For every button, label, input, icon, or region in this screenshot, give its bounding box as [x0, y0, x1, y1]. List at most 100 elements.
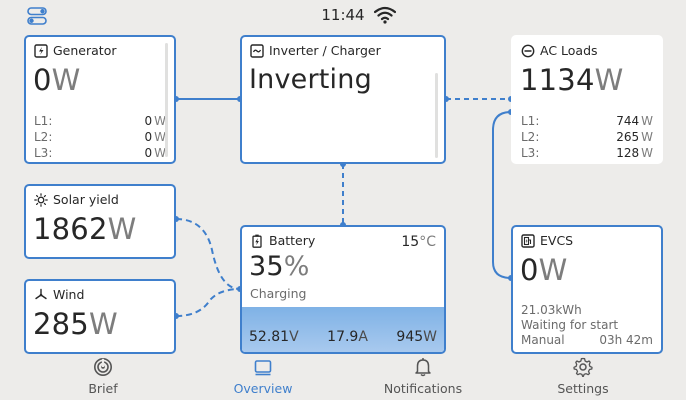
gear-icon	[573, 357, 593, 377]
battery-temperature-unit: °C	[419, 234, 436, 250]
evcs-mode: Manual	[521, 333, 565, 347]
battery-power: 945W	[396, 329, 437, 345]
evcs-energy: 21.03kWh	[521, 303, 582, 317]
solar-title: Solar yield	[53, 192, 119, 207]
toggle-panel-icon[interactable]	[27, 7, 47, 25]
inverter-title: Inverter / Charger	[269, 43, 381, 58]
wind-card[interactable]: Wind 285W	[24, 279, 176, 354]
ac-loads-phase-unit: W	[641, 114, 653, 128]
ac-loads-power-unit: W	[594, 63, 624, 97]
evcs-session-time: 03h 42m	[599, 333, 653, 347]
inverter-icon	[250, 43, 264, 58]
battery-card[interactable]: Battery 15°C 35% Charging 52.81V 17.9A 9…	[240, 225, 446, 354]
generator-power-unit: W	[51, 63, 81, 97]
brief-icon	[94, 358, 112, 376]
bell-icon	[415, 358, 431, 377]
ac-loads-power-value: 1134	[520, 63, 595, 97]
clock-text: 11:44	[321, 6, 365, 24]
generator-phase-value: 0	[144, 146, 153, 160]
ac-loads-title: AC Loads	[540, 43, 598, 58]
evcs-power-value: 0	[520, 253, 539, 287]
generator-phase-value: 0	[144, 130, 153, 144]
ev-charger-icon	[521, 233, 535, 248]
generator-phase-label: L1:	[34, 114, 53, 128]
battery-stats: 52.81V 17.9A 945W	[249, 329, 437, 345]
generator-phase-value: 0	[144, 114, 153, 128]
wind-power: 285W	[33, 307, 118, 341]
nav-brief-label: Brief	[88, 381, 118, 396]
battery-current-value: 17.9	[327, 329, 359, 345]
nav-overview[interactable]: Overview	[208, 357, 318, 396]
inverter-state: Inverting	[249, 64, 372, 95]
battery-current: 17.9A	[327, 329, 368, 345]
generator-phase-label: L2:	[34, 130, 53, 144]
battery-charging-icon	[252, 234, 262, 248]
wind-power-unit: W	[88, 307, 118, 341]
solar-power: 1862W	[33, 212, 136, 246]
nav-overview-label: Overview	[233, 381, 293, 396]
clock: 11:44	[0, 6, 686, 24]
battery-voltage-value: 52.81	[249, 329, 290, 345]
wind-header: Wind	[34, 287, 84, 302]
generator-phase-label: L3:	[34, 146, 53, 160]
generator-phase-unit: W	[154, 114, 166, 128]
wifi-icon	[374, 6, 396, 24]
inverter-charger-card[interactable]: Inverter / Charger Inverting	[240, 35, 446, 164]
generator-power-value: 0	[33, 63, 52, 97]
evcs-status: Waiting for start	[521, 318, 619, 332]
sun-icon	[34, 192, 48, 207]
nav-notifications-label: Notifications	[383, 381, 463, 396]
wind-power-value: 285	[33, 307, 89, 341]
ac-loads-icon	[521, 44, 535, 57]
ac-loads-phase-value: 128	[616, 146, 640, 160]
solar-yield-card[interactable]: Solar yield 1862W	[24, 184, 176, 259]
ac-loads-phase-value: 744	[616, 114, 640, 128]
evcs-card[interactable]: EVCS 0W 21.03kWh Waiting for start Manua…	[511, 225, 663, 354]
battery-voltage-unit: V	[289, 329, 299, 345]
ac-loads-phase-unit: W	[641, 130, 653, 144]
ac-loads-phase-label: L1:	[521, 114, 540, 128]
nav-notifications[interactable]: Notifications	[368, 357, 478, 396]
evcs-title: EVCS	[540, 233, 574, 248]
wind-turbine-icon	[35, 288, 47, 299]
battery-level-fill	[242, 307, 444, 352]
solar-power-unit: W	[107, 212, 137, 246]
battery-soc-value: 35	[249, 251, 284, 282]
solar-header: Solar yield	[34, 192, 119, 207]
generator-icon	[34, 43, 48, 58]
nav-brief[interactable]: Brief	[48, 357, 158, 396]
evcs-details: 21.03kWh Waiting for start Manual 03h 42…	[521, 303, 653, 348]
wind-title: Wind	[53, 287, 85, 302]
battery-soc-unit: %	[283, 251, 310, 282]
evcs-power: 0W	[520, 253, 568, 287]
ac-loads-phase-label: L3:	[521, 146, 540, 160]
ac-loads-phase-label: L2:	[521, 130, 540, 144]
wire-solar-battery	[175, 218, 241, 290]
inverter-header: Inverter / Charger	[250, 43, 381, 58]
ac-loads-phase-value: 265	[616, 130, 640, 144]
overview-icon	[254, 360, 272, 376]
battery-title: Battery	[269, 233, 316, 248]
generator-phase-unit: W	[154, 146, 166, 160]
battery-voltage: 52.81V	[249, 329, 299, 345]
generator-phase-unit: W	[154, 130, 166, 144]
battery-state: Charging	[250, 286, 307, 301]
battery-temperature-value: 15	[401, 234, 420, 250]
ac-loads-power: 1134W	[520, 63, 623, 97]
battery-header: Battery	[250, 233, 315, 248]
battery-temperature: 15°C	[401, 234, 436, 250]
battery-current-unit: A	[358, 329, 368, 345]
evcs-power-unit: W	[538, 253, 568, 287]
solar-power-value: 1862	[33, 212, 108, 246]
wire-wind-battery	[175, 288, 241, 317]
nav-settings[interactable]: Settings	[528, 357, 638, 396]
generator-power: 0W	[33, 63, 81, 97]
